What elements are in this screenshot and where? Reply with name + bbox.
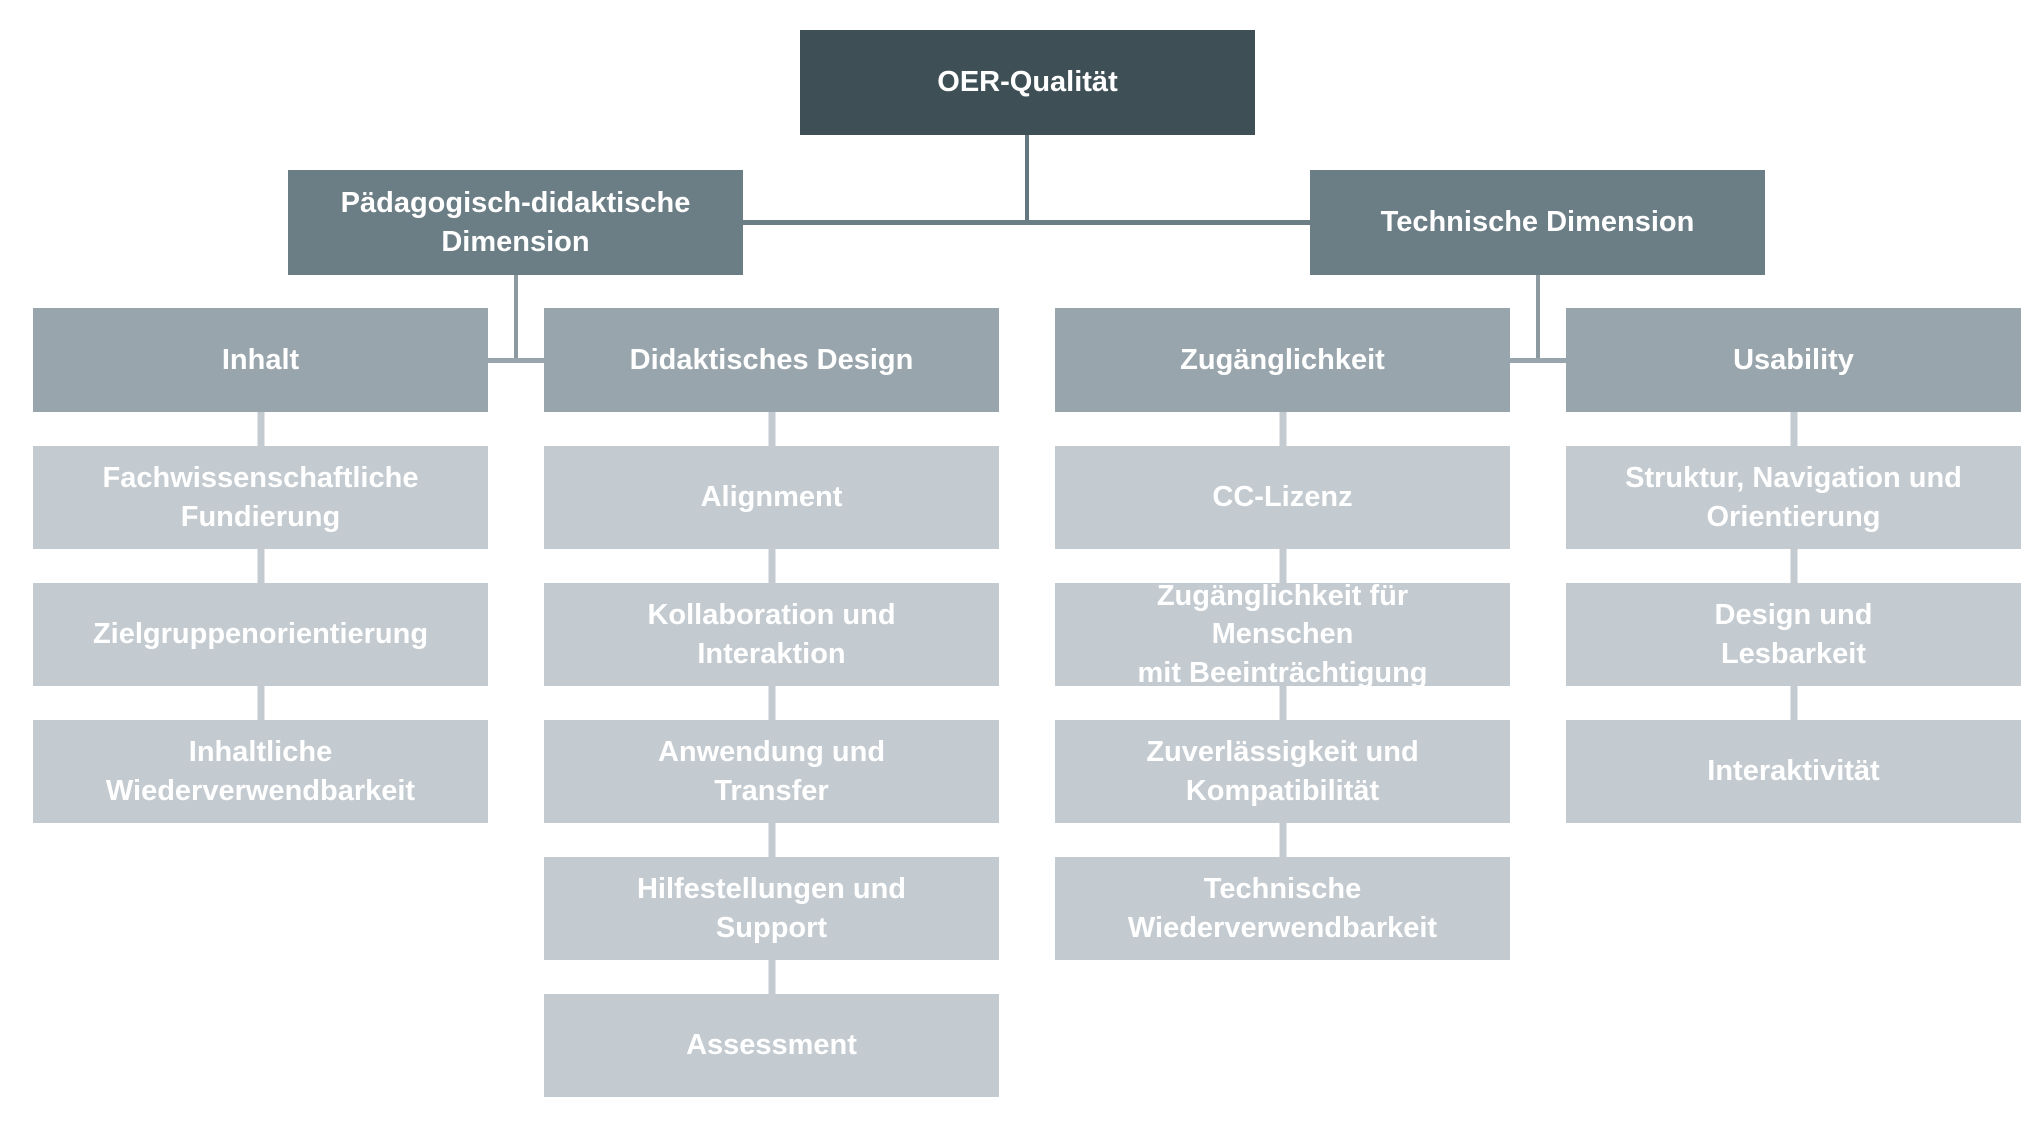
item-node: Design und Lesbarkeit [1566,583,2021,686]
category-node-zugaenglichkeit: Zugänglichkeit [1055,308,1510,412]
root-node-oer-qualitaet: OER-Qualität [800,30,1255,135]
item-node: Alignment [544,446,999,549]
connector-technische-vertical [1536,275,1540,362]
column-inhalt: Inhalt Fachwissenschaftliche Fundierung … [33,308,488,823]
item-node: CC-Lizenz [1055,446,1510,549]
connector-inhalt-didaktisch-horizontal [488,358,544,363]
item-node: Assessment [544,994,999,1097]
column-zugaenglichkeit: Zugänglichkeit CC-Lizenz Zugänglichkeit … [1055,308,1510,960]
item-node: Zugänglichkeit für Menschen mit Beeinträ… [1055,580,1510,689]
item-node: Technische Wiederverwendbarkeit [1055,857,1510,960]
item-node: Zuverlässigkeit und Kompatibilität [1055,720,1510,823]
category-node-inhalt: Inhalt [33,308,488,412]
connector-paedagogisch-vertical [514,275,518,362]
item-node: Anwendung und Transfer [544,720,999,823]
connector-dimensions-horizontal [743,220,1310,225]
dimension-node-technische: Technische Dimension [1310,170,1765,275]
item-node: Struktur, Navigation und Orientierung [1566,446,2021,549]
item-node: Inhaltliche Wiederverwendbarkeit [33,720,488,823]
category-node-usability: Usability [1566,308,2021,412]
item-node: Interaktivität [1566,720,2021,823]
column-usability: Usability Struktur, Navigation und Orien… [1566,308,2021,823]
connector-zugaenglichkeit-usability-horizontal [1510,358,1566,363]
connector-root-vertical [1025,135,1029,225]
category-node-didaktisches-design: Didaktisches Design [544,308,999,412]
item-node: Hilfestellungen und Support [544,857,999,960]
item-node: Kollaboration und Interaktion [544,583,999,686]
item-node: Fachwissenschaftliche Fundierung [33,446,488,549]
column-didaktisches-design: Didaktisches Design Alignment Kollaborat… [544,308,999,1097]
dimension-node-paedagogisch-didaktische: Pädagogisch-didaktische Dimension [288,170,743,275]
item-node: Zielgruppenorientierung [33,583,488,686]
